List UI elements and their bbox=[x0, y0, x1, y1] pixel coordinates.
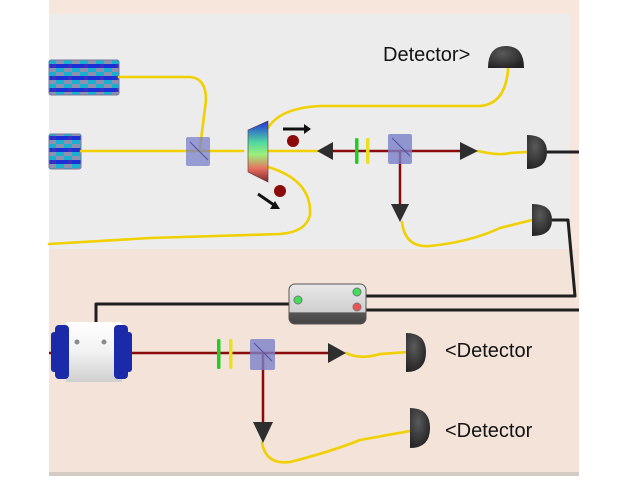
fiber-beam-splitter-diagonal bbox=[189, 141, 209, 161]
led-green-right bbox=[352, 287, 362, 297]
arrow-down-lower bbox=[253, 422, 273, 443]
cable-laser-to-counter bbox=[94, 302, 289, 322]
photon-lower bbox=[274, 185, 286, 197]
detector-upper-right-1 bbox=[527, 135, 547, 169]
upper-yellow-waveplate bbox=[366, 138, 370, 164]
photon-source-upper bbox=[48, 59, 120, 96]
upper-pbs-diagonal bbox=[391, 137, 411, 157]
bottom-detector-1-label: <Detector bbox=[445, 340, 533, 362]
fiber-bottom-arrow2-to-detector bbox=[260, 429, 412, 464]
upper-polarizing-beam-splitter bbox=[388, 134, 412, 164]
photon-source-lower bbox=[48, 133, 82, 170]
bottom-detector-2-label: <Detector bbox=[445, 420, 533, 442]
pump-laser bbox=[51, 322, 132, 382]
arrow-down-upper bbox=[391, 204, 409, 222]
arrow-right-lower bbox=[328, 343, 346, 363]
fiber-source-upper-to-splitter bbox=[117, 75, 208, 150]
fiber-beam-splitter bbox=[186, 137, 210, 166]
table-bottom-edge bbox=[49, 472, 579, 476]
coincidence-counter bbox=[288, 283, 367, 325]
lower-yellow-waveplate bbox=[229, 339, 233, 369]
top-detector-label: Detector> bbox=[383, 44, 471, 66]
arrow-right-head bbox=[304, 124, 311, 134]
fiber-upper-arrow-to-detector bbox=[476, 149, 529, 156]
cable-detector2-to-counter bbox=[366, 218, 577, 298]
fiber-prism-loop bbox=[47, 165, 312, 246]
upper-green-waveplate bbox=[355, 138, 359, 164]
fiber-prism-to-top-detector bbox=[266, 60, 510, 130]
led-green-left bbox=[293, 295, 303, 305]
detector-upper-right-2 bbox=[532, 204, 552, 236]
detector-top bbox=[488, 46, 524, 68]
lower-polarizing-beam-splitter bbox=[250, 339, 275, 370]
lower-green-waveplate bbox=[217, 339, 221, 369]
lower-pbs-diagonal bbox=[253, 342, 273, 362]
fiber-lower-arrow-to-detector bbox=[400, 218, 534, 248]
arrow-left-upper bbox=[317, 142, 333, 160]
fiber-bottom-arrow1-to-detector bbox=[344, 350, 410, 359]
arrow-diagonal-icon bbox=[257, 192, 275, 207]
detector-bottom-2 bbox=[410, 408, 430, 448]
led-red-right bbox=[352, 302, 362, 312]
arrow-diagonal-head bbox=[270, 201, 280, 209]
photon-upper bbox=[287, 135, 299, 147]
arrow-right-upper bbox=[460, 142, 478, 160]
dispersive-prism bbox=[247, 120, 269, 183]
detector-bottom-1 bbox=[406, 333, 426, 372]
